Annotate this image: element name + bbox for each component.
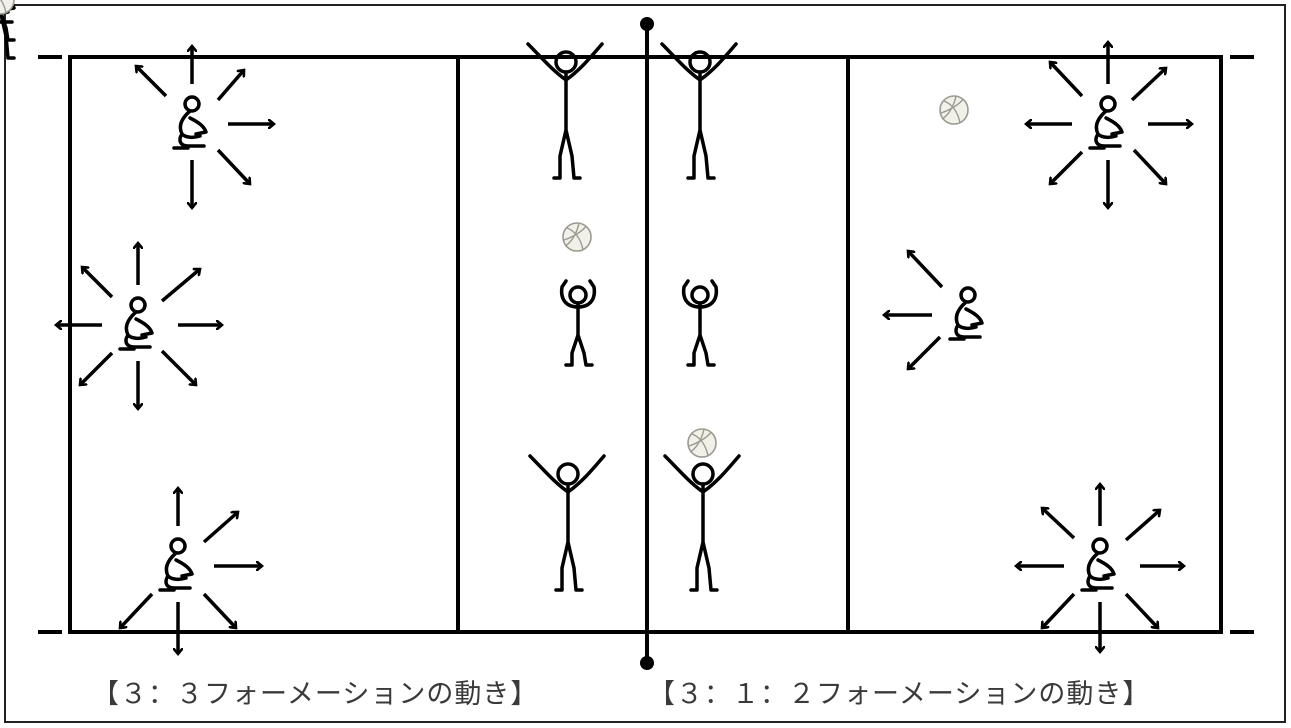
ball-center-right: [687, 428, 717, 458]
movement-arrows: [56, 243, 222, 409]
receiver-left-top: [136, 46, 274, 208]
ball-center-left: [562, 222, 592, 252]
volleyball-icon: [0, 0, 15, 15]
receiver-right-top: [1026, 42, 1192, 208]
caption-3-3-formation: 【３：３フォーメーションの動き】: [92, 679, 539, 710]
receiver-left-bottom: [120, 488, 262, 654]
caption-3-1-2-formation: 【３：１：２フォーメーションの動き】: [648, 679, 1151, 710]
receiver-left-middle: [56, 243, 222, 409]
movement-arrows: [1016, 484, 1184, 652]
ball-right-back: [939, 95, 969, 125]
movement-arrows: [1026, 42, 1192, 208]
net-post-bottom: [640, 656, 654, 670]
net-post-top: [640, 17, 654, 31]
court: [38, 22, 1254, 665]
movement-arrows: [136, 46, 274, 208]
receiver-right-middle: [884, 251, 984, 369]
movement-arrows: [120, 488, 262, 654]
movement-arrows: [884, 251, 944, 369]
receiver-right-bottom: [1016, 484, 1184, 652]
